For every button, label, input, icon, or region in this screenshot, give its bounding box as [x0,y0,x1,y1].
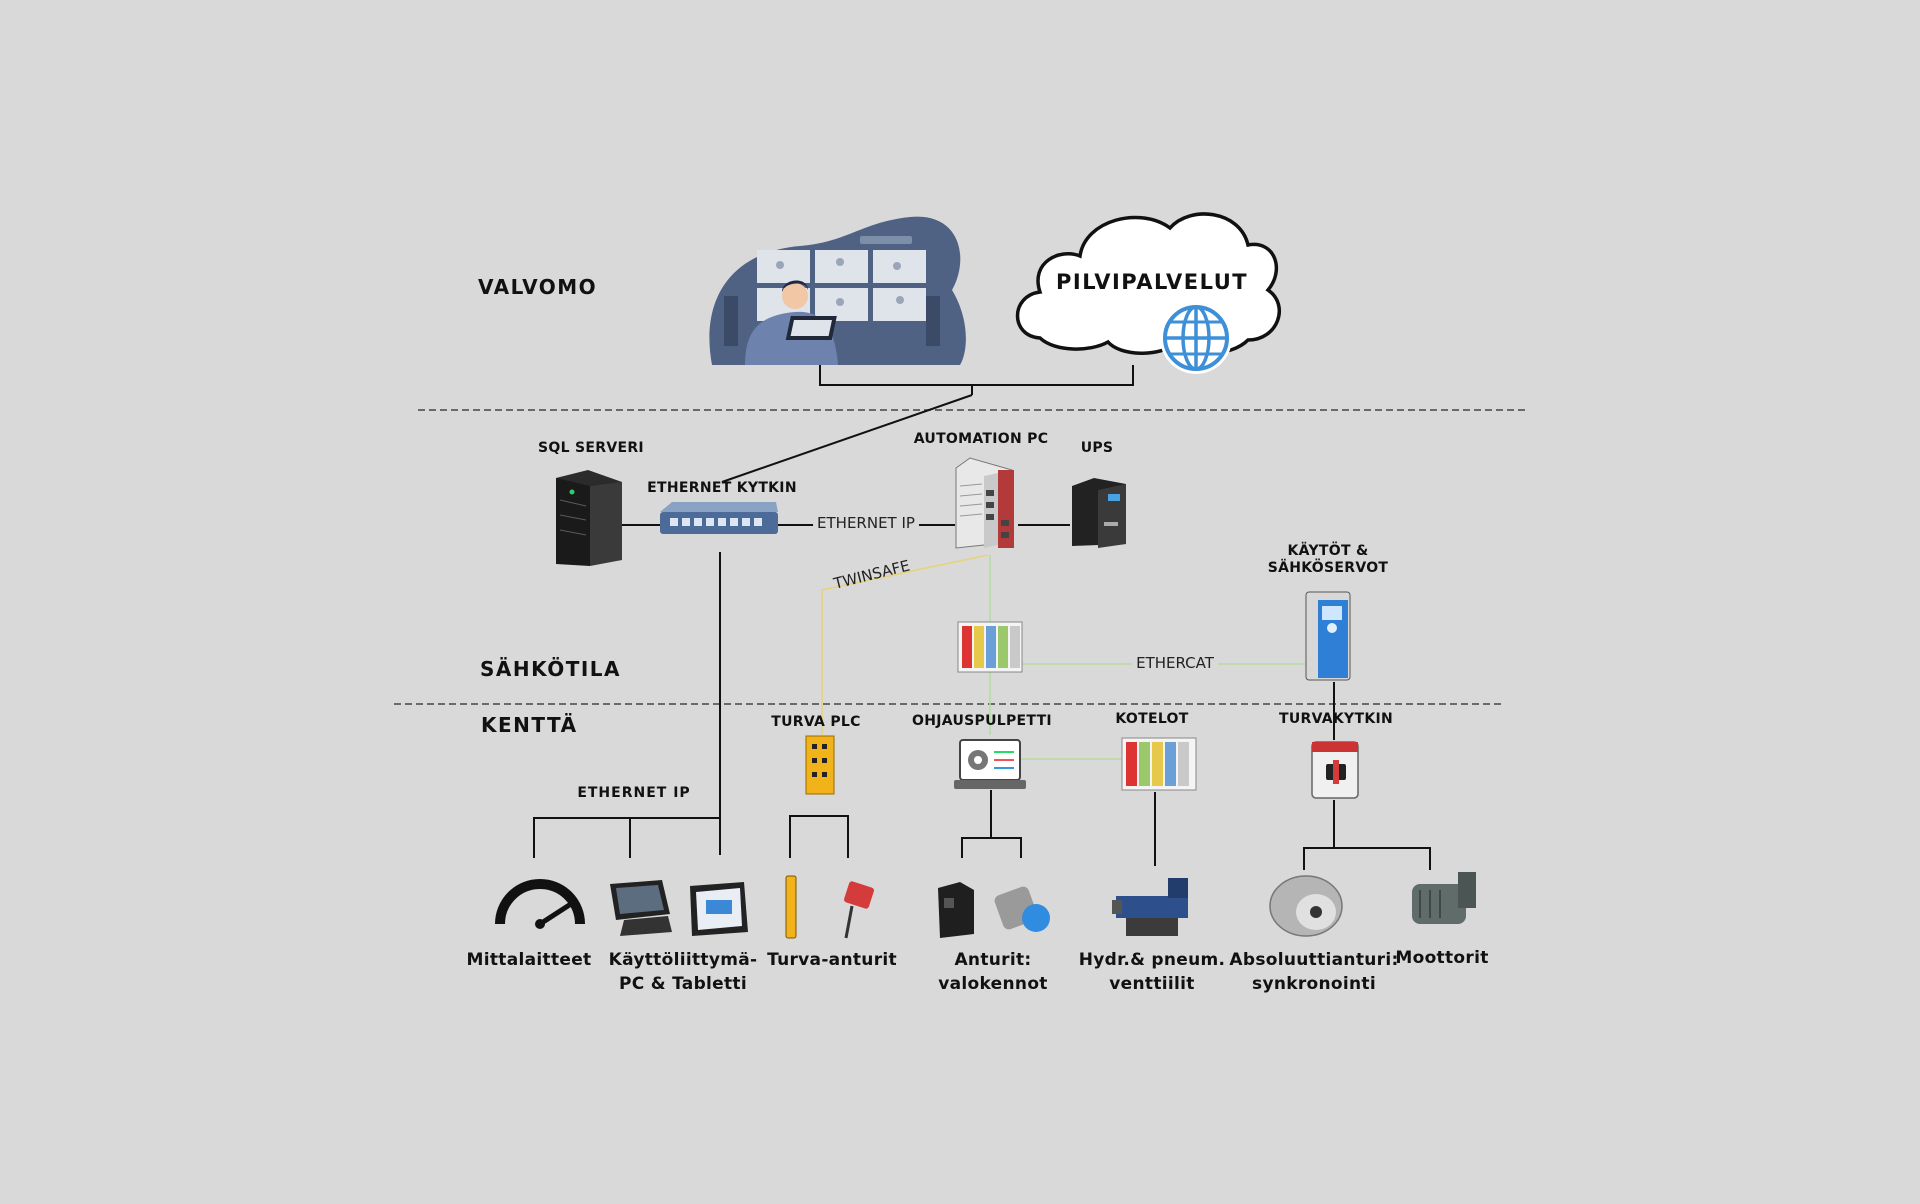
tablet-icon [690,882,748,936]
label-safety-switch: TURVAKYTKIN [1278,711,1394,727]
link-label-ethernet-ip-field: ETHERNET IP [577,785,691,801]
proximity-sensor-icon [994,886,1050,932]
drive-icon [1305,591,1351,681]
ethernet-switch-icon [660,502,778,534]
safety-plc-icon [805,735,835,795]
light-curtain-icon [785,875,797,939]
link-label-ethernet-ip: ETHERNET IP [813,514,919,532]
caption-sensors: Anturit: valokennot [938,950,1048,994]
ethercat-coupler-icon [957,621,1023,673]
valve-icon [1112,878,1188,936]
caption-hmi: Käyttöliittymä- PC & Tabletti [608,950,758,994]
zone-label-sahkotila: SÄHKÖTILA [480,657,622,681]
sql-server-icon [556,470,622,566]
encoder-icon [1269,875,1343,937]
label-safety-plc: TURVA PLC [771,714,861,730]
label-drives: KÄYTÖT & SÄHKÖSERVOT [1267,543,1389,576]
control-room-illustration [709,216,966,365]
link-label-ethercat: ETHERCAT [1132,654,1218,672]
twinsafe-line [821,554,989,735]
connection-lines [533,365,1431,870]
label-automation-pc: AUTOMATION PC [913,431,1049,447]
ups-icon [1072,478,1126,548]
safety-interlock-icon [844,881,874,939]
label-control-panel: OHJAUSPULPETTI [912,713,1052,729]
automation-pc-icon [955,457,1014,549]
caption-valves: Hydr.& pneum. venttiilit [1078,950,1226,994]
caption-safety-sensors: Turva-anturit [767,950,897,970]
enclosure-module-icon [1121,737,1197,791]
label-ethernet-switch: ETHERNET KYTKIN [647,480,797,496]
globe-icon [1160,302,1232,374]
cloud-label: PILVIPALVELUT [1056,270,1249,294]
label-enclosures: KOTELOT [1115,711,1189,727]
zone-label-kentta: KENTTÄ [481,713,578,737]
caption-motors: Moottorit [1395,948,1489,968]
caption-gauges: Mittalaitteet [466,950,592,970]
label-sql-server: SQL SERVERI [538,440,644,456]
photo-sensor-icon [938,882,974,938]
caption-encoder: Absoluuttianturi: synkronointi [1229,950,1399,994]
motor-icon [1412,872,1476,924]
control-panel-icon [954,739,1026,789]
safety-switch-icon [1311,741,1359,799]
zone-label-valvomo: VALVOMO [478,275,598,299]
label-ups: UPS [1080,440,1114,456]
gauge-icon [495,879,585,929]
pos-terminal-icon [610,880,672,936]
